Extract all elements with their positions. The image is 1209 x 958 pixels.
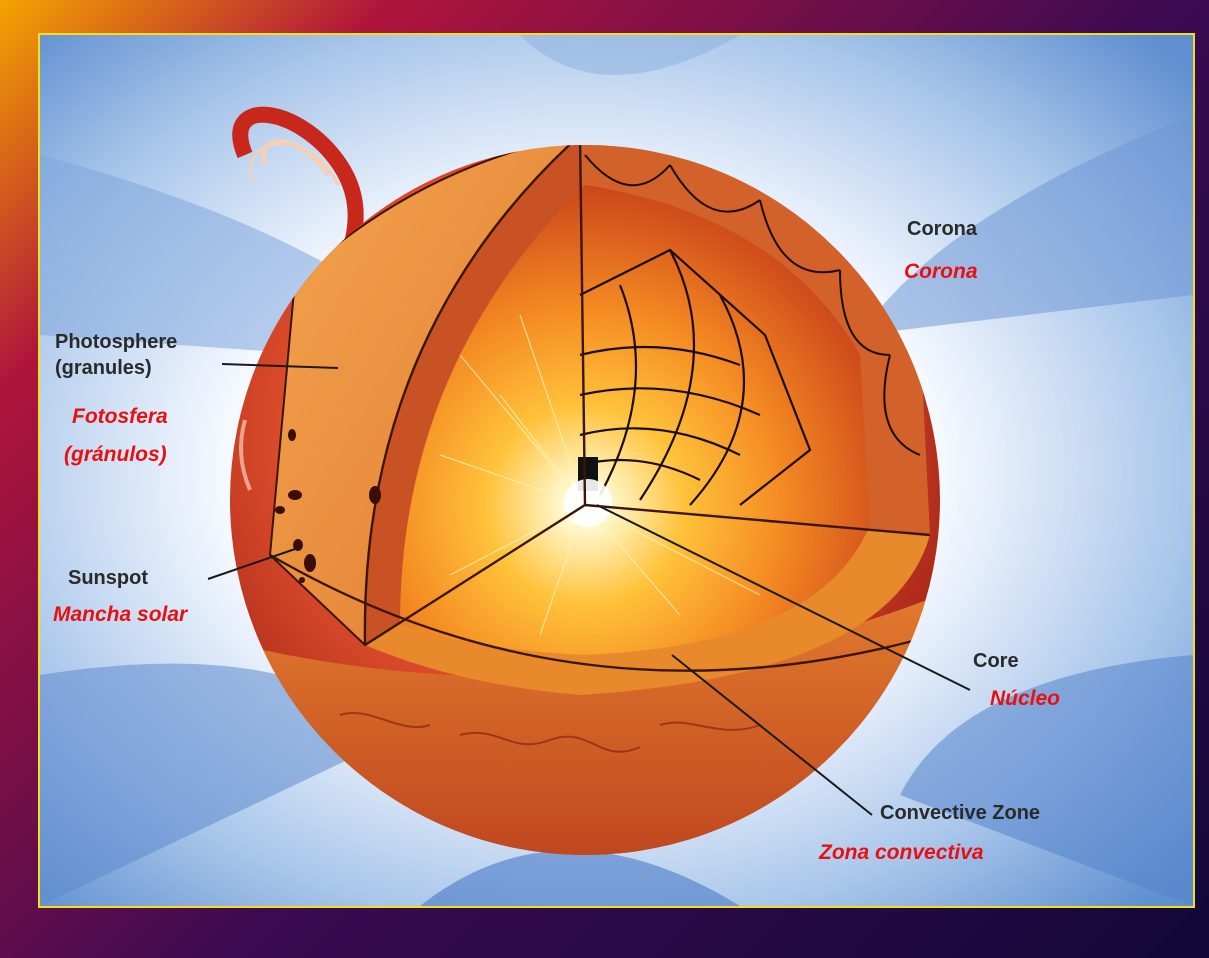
label-core-es: Núcleo — [990, 687, 1060, 711]
label-corona-es: Corona — [904, 260, 978, 284]
label-photosphere-es-1: Fotosfera — [72, 405, 168, 429]
label-photosphere-en-1: Photosphere — [55, 330, 177, 354]
label-sunspot-es: Mancha solar — [53, 603, 187, 627]
label-core-en: Core — [973, 649, 1019, 673]
label-photosphere-es-2: (gránulos) — [64, 443, 167, 467]
label-corona-en: Corona — [907, 217, 977, 241]
core-hot-center — [564, 479, 612, 527]
sun-cutaway-illustration — [40, 35, 1193, 906]
label-photosphere-en-2: (granules) — [55, 356, 152, 380]
label-convective-en: Convective Zone — [880, 801, 1040, 825]
label-convective-es: Zona convectiva — [819, 841, 984, 865]
label-sunspot-en: Sunspot — [68, 566, 148, 590]
diagram-frame: Corona Corona Photosphere (granules) Fot… — [38, 33, 1195, 908]
